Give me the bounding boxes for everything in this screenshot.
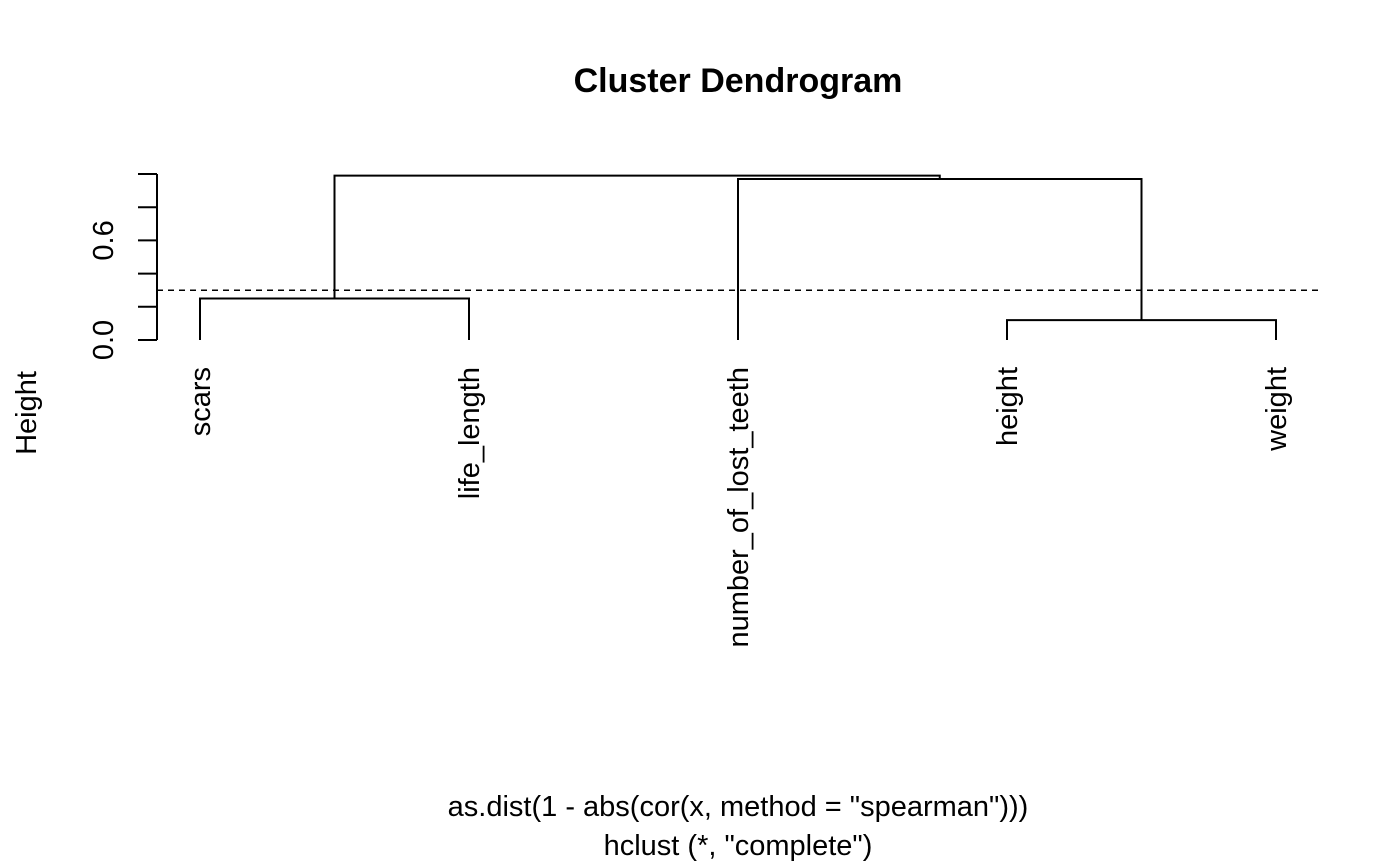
- dendrogram-branches: [199, 174, 1277, 340]
- leaf-label: height: [992, 367, 1024, 446]
- leaf-label: number_of_lost_teeth: [723, 367, 755, 648]
- x-axis-label-line-2: hclust (*, "complete"): [604, 830, 873, 862]
- branch-m4: [333, 174, 941, 299]
- y-tick-label: 0.0: [88, 320, 120, 360]
- leaf-label: scars: [185, 367, 217, 436]
- x-axis-label-line-1: as.dist(1 - abs(cor(x, method = "spearma…: [448, 791, 1029, 823]
- chart-title: Cluster Dendrogram: [574, 62, 903, 100]
- branch-m1: [1006, 319, 1277, 340]
- y-axis-label: Height: [11, 371, 43, 455]
- branch-m2: [199, 297, 470, 340]
- y-tick-label: 0.6: [88, 220, 120, 260]
- leaf-label: weight: [1261, 367, 1293, 452]
- leaf-labels: scars life_length number_of_lost_teeth heig…: [185, 367, 1293, 648]
- y-axis: 0.0 0.6: [88, 173, 158, 360]
- branch-m3: [737, 177, 1143, 340]
- leaf-label: life_length: [454, 367, 486, 499]
